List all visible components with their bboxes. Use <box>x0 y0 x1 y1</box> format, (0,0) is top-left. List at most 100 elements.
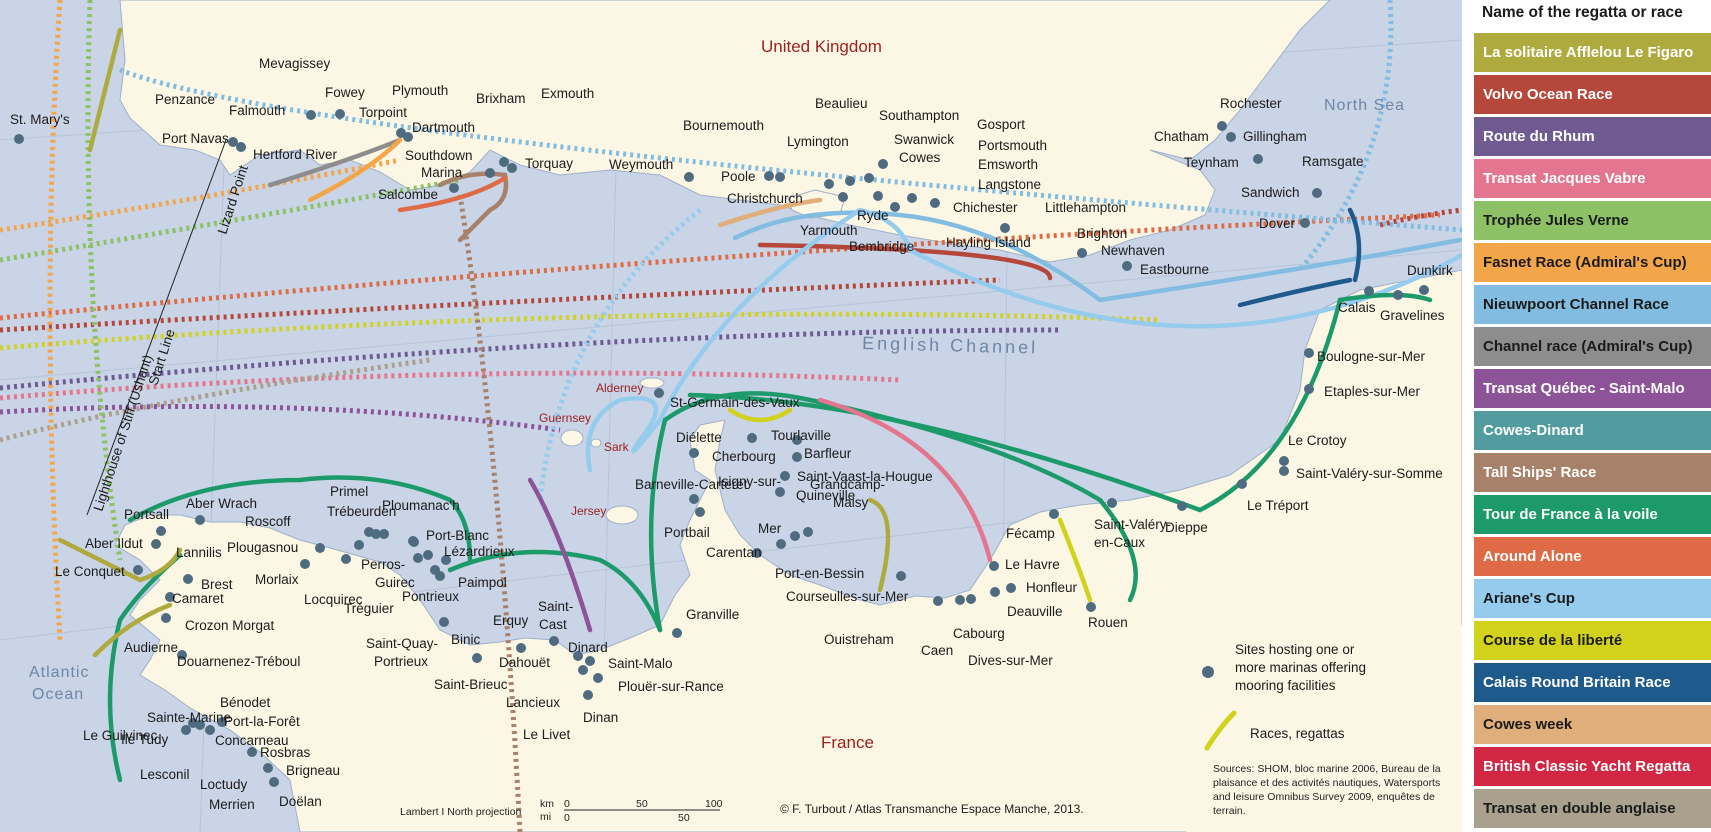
coastal-routes <box>57 27 1462 783</box>
svg-text:Southampton: Southampton <box>879 108 959 123</box>
label-sark: Sark <box>604 440 630 454</box>
svg-text:Dinan: Dinan <box>583 710 618 725</box>
races-text: Races, regattas <box>1250 726 1345 741</box>
svg-text:Dartmouth: Dartmouth <box>412 120 475 135</box>
svg-text:Roscoff: Roscoff <box>245 514 291 529</box>
svg-text:Port-en-Bessin: Port-en-Bessin <box>775 566 864 581</box>
svg-text:Plymouth: Plymouth <box>392 83 448 98</box>
svg-text:Gillingham: Gillingham <box>1243 129 1307 144</box>
marina-legend-symbol <box>1202 666 1214 678</box>
svg-text:Lancieux: Lancieux <box>506 695 560 710</box>
legend-item: Tour de France à la voile <box>1474 495 1711 534</box>
svg-text:Etaples-sur-Mer: Etaples-sur-Mer <box>1324 384 1421 399</box>
start-line <box>86 139 227 516</box>
svg-text:Tourlaville: Tourlaville <box>771 428 831 443</box>
svg-text:St. Mary's: St. Mary's <box>10 112 70 127</box>
label-jersey: Jersey <box>571 504 606 518</box>
sources-2: plaisance et des activités nautiques, Wa… <box>1213 777 1440 789</box>
france-landmass <box>114 269 1462 832</box>
svg-text:Rochester: Rochester <box>1220 96 1282 111</box>
svg-text:Swanwick: Swanwick <box>894 132 954 147</box>
svg-text:Torquay: Torquay <box>525 156 573 171</box>
label-ocean: Ocean <box>32 686 84 703</box>
svg-text:Lézardrieux: Lézardrieux <box>444 544 515 559</box>
svg-text:Camaret: Camaret <box>172 591 224 606</box>
svg-text:Cherbourg: Cherbourg <box>712 449 776 464</box>
sites-text-1: Sites hosting one or <box>1235 642 1355 657</box>
legend-item: Cowes-Dinard <box>1474 411 1711 450</box>
svg-text:Binic: Binic <box>451 632 481 647</box>
scale-km-100: 100 <box>705 798 723 810</box>
label-uk: United Kingdom <box>761 37 882 56</box>
svg-text:Langstone: Langstone <box>978 177 1041 192</box>
svg-text:Dunkirk: Dunkirk <box>1407 263 1453 278</box>
scale-mi-0: 0 <box>564 812 570 824</box>
svg-text:Erquy: Erquy <box>493 613 529 628</box>
fr-place-labels: Dunkirk Calais Gravelines Boulogne-sur-M… <box>55 263 1453 812</box>
svg-text:Portbail: Portbail <box>664 525 710 540</box>
legend-item: Transat Jacques Vabre <box>1474 159 1711 198</box>
svg-text:Plougasnou: Plougasnou <box>227 540 298 555</box>
svg-text:Southdown: Southdown <box>405 148 473 163</box>
svg-text:Concarneau: Concarneau <box>215 733 289 748</box>
projection-note: Lambert I North projection <box>400 806 522 818</box>
svg-text:Audierne: Audierne <box>124 640 178 655</box>
svg-text:Lannilis: Lannilis <box>176 545 222 560</box>
svg-text:Gosport: Gosport <box>977 117 1025 132</box>
svg-text:Christchurch: Christchurch <box>727 191 803 206</box>
svg-text:Morlaix: Morlaix <box>255 572 299 587</box>
svg-text:Douarnenez-Tréboul: Douarnenez-Tréboul <box>177 654 300 669</box>
svg-text:Isigny-sur-: Isigny-sur- <box>718 474 781 489</box>
svg-text:Portrieux: Portrieux <box>374 654 428 669</box>
svg-text:Dover: Dover <box>1259 216 1296 231</box>
svg-text:Marina: Marina <box>421 165 463 180</box>
svg-text:Eastbourne: Eastbourne <box>1140 262 1209 277</box>
legend-item: Fasnet Race (Admiral's Cup) <box>1474 243 1711 282</box>
inset-legend-box <box>1186 625 1462 832</box>
svg-text:Ouistreham: Ouistreham <box>824 632 894 647</box>
svg-text:Granville: Granville <box>686 607 739 622</box>
svg-text:Aber Wrach: Aber Wrach <box>186 496 257 511</box>
svg-text:Portsmouth: Portsmouth <box>978 138 1047 153</box>
svg-text:Perros-: Perros- <box>361 557 405 572</box>
svg-text:Brighton: Brighton <box>1077 226 1127 241</box>
svg-text:Sainte-Marine: Sainte-Marine <box>147 710 231 725</box>
svg-text:Primel: Primel <box>330 484 368 499</box>
svg-text:Cabourg: Cabourg <box>953 626 1005 641</box>
svg-text:Bénodet: Bénodet <box>220 695 271 710</box>
channel-map: United Kingdom France North Sea English … <box>0 0 1462 832</box>
svg-text:Saint-Quay-: Saint-Quay- <box>366 636 438 651</box>
label-north-sea: North Sea <box>1324 97 1405 114</box>
svg-text:Saint-Vaast-la-Hougue: Saint-Vaast-la-Hougue <box>797 469 933 484</box>
svg-text:Carentan: Carentan <box>706 545 762 560</box>
svg-text:Penzance: Penzance <box>155 92 215 107</box>
svg-text:Barneville-Carteret: Barneville-Carteret <box>635 477 748 492</box>
jersey-island <box>605 505 639 525</box>
scale-km-0: 0 <box>564 798 570 810</box>
svg-text:Dieppe: Dieppe <box>1165 520 1208 535</box>
svg-text:Guirec: Guirec <box>375 575 415 590</box>
svg-text:Port-Blanc: Port-Blanc <box>426 528 489 543</box>
svg-text:Salcombe: Salcombe <box>378 187 438 202</box>
svg-text:Cowes: Cowes <box>899 150 941 165</box>
svg-text:Rouen: Rouen <box>1088 615 1128 630</box>
svg-text:Fécamp: Fécamp <box>1006 526 1055 541</box>
svg-text:Brigneau: Brigneau <box>286 763 340 778</box>
svg-text:Chichester: Chichester <box>953 200 1018 215</box>
svg-text:Doëlan: Doëlan <box>279 794 322 809</box>
svg-text:Caen: Caen <box>921 643 953 658</box>
legend-item: Channel race (Admiral's Cup) <box>1474 327 1711 366</box>
legend-item: Route du Rhum <box>1474 117 1711 156</box>
svg-text:Plouër-sur-Rance: Plouër-sur-Rance <box>618 679 724 694</box>
svg-text:Le Havre: Le Havre <box>1005 557 1060 572</box>
svg-text:Merrien: Merrien <box>209 797 255 812</box>
legend-item: Tall Ships' Race <box>1474 453 1711 492</box>
svg-text:Loctudy: Loctudy <box>200 777 248 792</box>
svg-text:St-Germain-des-Vaux: St-Germain-des-Vaux <box>670 395 800 410</box>
legend-item: Transat en double anglaise <box>1474 789 1711 828</box>
legend-title: Name of the regatta or race <box>1482 4 1683 21</box>
svg-text:Mevagissey: Mevagissey <box>259 56 331 71</box>
sources-4: terrain. <box>1213 805 1246 817</box>
